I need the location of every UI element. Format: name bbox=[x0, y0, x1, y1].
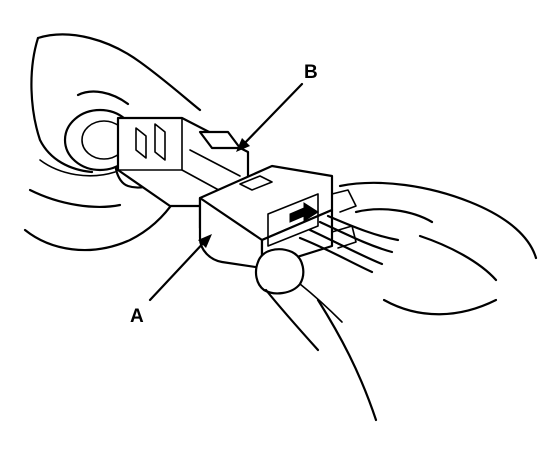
callout-label-b: B bbox=[304, 62, 318, 83]
leader-a bbox=[148, 234, 212, 302]
wire-bundle bbox=[298, 214, 400, 274]
callout-label-a: A bbox=[130, 306, 144, 327]
right-hand bbox=[254, 181, 538, 422]
leader-b bbox=[236, 82, 304, 152]
connector-a bbox=[198, 164, 357, 270]
release-tab-arrow bbox=[289, 202, 319, 223]
